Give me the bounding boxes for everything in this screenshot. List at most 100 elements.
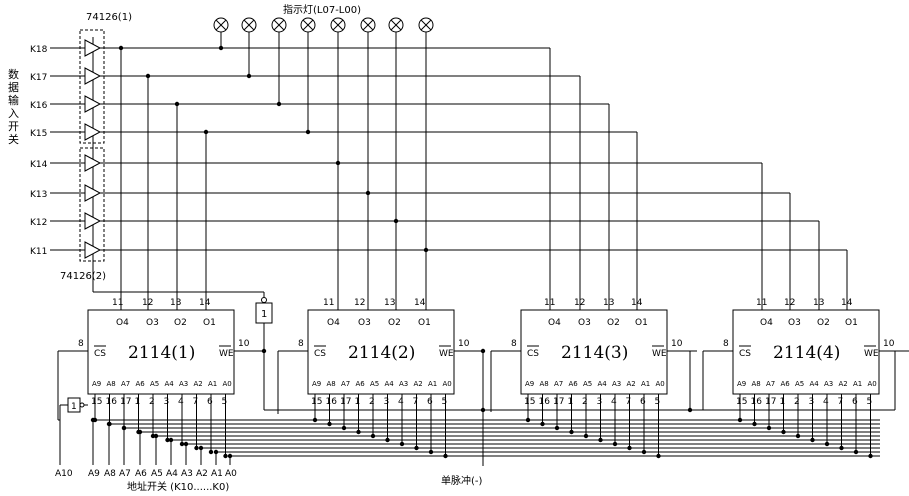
gate-group: 11 xyxy=(67,297,273,413)
pin-number: 14 xyxy=(414,298,426,308)
addr-name: A3 xyxy=(399,380,408,388)
output-label: O1 xyxy=(418,318,431,328)
junction-dot xyxy=(218,45,224,51)
chip-2114-1 xyxy=(87,309,235,395)
addr-pin: 17 xyxy=(765,397,776,407)
junction-dot xyxy=(540,421,545,427)
junction-dot xyxy=(766,425,772,431)
junction-dot xyxy=(203,129,209,135)
junction-dot xyxy=(174,101,180,107)
addr-pin: 16 xyxy=(106,397,118,407)
output-label: O2 xyxy=(174,318,187,328)
we-label: WE xyxy=(652,349,667,359)
wiring xyxy=(50,32,909,466)
addr-name: A4 xyxy=(810,380,820,388)
addr-pin: 15 xyxy=(524,397,535,407)
cs-pin: 8 xyxy=(723,339,729,349)
addr-pin: 3 xyxy=(384,397,390,407)
buffer-label-bottom: 74126(2) xyxy=(60,271,106,282)
junction-dot xyxy=(598,437,603,443)
junction-dot xyxy=(853,449,859,455)
output-label: O2 xyxy=(817,318,830,328)
we-pin: 10 xyxy=(671,339,683,349)
lamp-cross xyxy=(332,19,344,31)
pin-number: 13 xyxy=(384,298,395,308)
data-switch-char: 输 xyxy=(8,93,19,107)
addr-name: A0 xyxy=(656,380,665,388)
chip-title: 2114(3) xyxy=(561,343,628,363)
junction-dot xyxy=(781,429,786,435)
junction-dot xyxy=(246,73,252,79)
cs-label: CS xyxy=(314,349,326,359)
junction-dot xyxy=(370,433,376,439)
addr-pin: 1 xyxy=(780,397,786,407)
addr-name: A9 xyxy=(525,380,534,388)
data-switch-k13: K13 xyxy=(30,190,47,200)
junction-dot xyxy=(399,441,405,447)
junction-dot xyxy=(145,73,151,79)
addr-pin: 16 xyxy=(539,397,551,407)
addr-pin: 2 xyxy=(582,397,588,407)
addr-pin: 15 xyxy=(91,397,102,407)
addr-name: A7 xyxy=(341,380,350,388)
buffer-triangle xyxy=(84,154,102,172)
buffer-label-top: 74126(1) xyxy=(86,12,132,23)
output-label: O4 xyxy=(327,318,340,328)
addr-pin: 3 xyxy=(809,397,815,407)
address-line-a3: A3 xyxy=(181,469,193,479)
addr-pin: 7 xyxy=(626,397,632,407)
addr-pin: 1 xyxy=(568,397,574,407)
output-label: O1 xyxy=(203,318,216,328)
chip-group: 2114(1)11O412O313O214O1CS8WE10A915A816A7… xyxy=(78,298,895,407)
we-pin: 10 xyxy=(238,339,250,349)
junction-dot xyxy=(810,437,815,443)
addr-pin: 16 xyxy=(751,397,763,407)
buffer-triangle xyxy=(84,212,102,230)
buffer-triangle xyxy=(84,39,102,57)
addr-name: A3 xyxy=(824,380,833,388)
junction-dot xyxy=(341,425,347,431)
pin-number: 12 xyxy=(142,298,153,308)
addr-name: A7 xyxy=(121,380,130,388)
addr-pin: 7 xyxy=(413,397,419,407)
address-line-a0: A0 xyxy=(225,469,237,479)
addr-pin: 5 xyxy=(222,397,228,407)
addr-pin: 6 xyxy=(427,397,433,407)
buffer-frame-top xyxy=(79,29,105,144)
lamp-cross xyxy=(420,19,432,31)
junction-dot xyxy=(118,45,124,51)
chip-2114-3 xyxy=(520,309,668,395)
pin-number: 12 xyxy=(354,298,365,308)
data-switch-k16: K16 xyxy=(30,101,48,111)
junction-dot xyxy=(795,433,801,439)
addr-pin: 4 xyxy=(611,397,617,407)
pin-number: 14 xyxy=(199,298,211,308)
data-switch-k14: K14 xyxy=(30,160,48,170)
single-pulse-label: 单脉冲(-) xyxy=(441,474,483,487)
junction-dot xyxy=(428,449,434,455)
chip-2114-4 xyxy=(732,309,880,395)
junction-dot xyxy=(198,445,204,451)
junction-dot xyxy=(208,449,214,455)
junction-dot xyxy=(312,417,318,423)
address-line-a7: A7 xyxy=(119,469,131,479)
buffer-triangle xyxy=(84,123,102,141)
cs-pin: 8 xyxy=(298,339,304,349)
pin-number: 13 xyxy=(813,298,824,308)
address-line-a5: A5 xyxy=(151,469,163,479)
junction-dot xyxy=(183,441,189,447)
cs-pin: 8 xyxy=(78,339,84,349)
chip-2114-2 xyxy=(307,309,455,395)
junction-dot xyxy=(583,433,589,439)
lamp-cross xyxy=(390,19,402,31)
output-label: O3 xyxy=(358,318,371,328)
addr-name: A6 xyxy=(136,380,146,388)
addr-pin: 2 xyxy=(369,397,375,407)
addr-pin: 3 xyxy=(164,397,170,407)
junction-dot xyxy=(223,453,228,459)
addr-name: A2 xyxy=(839,380,848,388)
buffer-triangle xyxy=(84,67,102,85)
addr-name: A9 xyxy=(312,380,321,388)
data-switch-k12: K12 xyxy=(30,218,47,228)
junction-dot xyxy=(92,417,98,423)
